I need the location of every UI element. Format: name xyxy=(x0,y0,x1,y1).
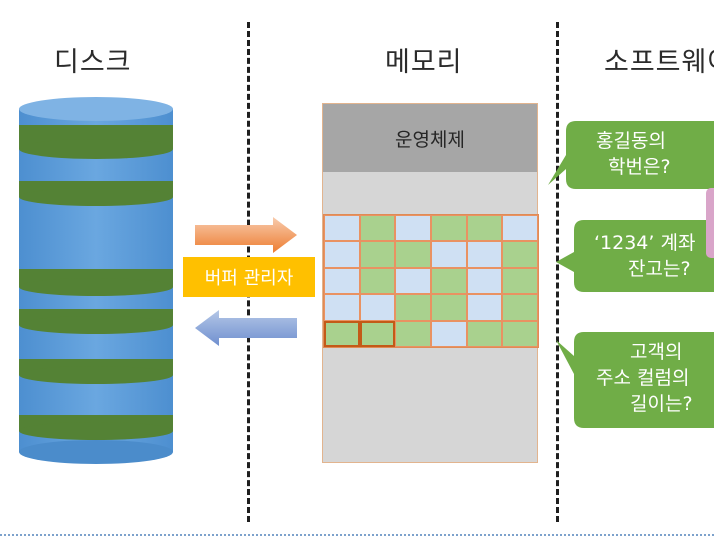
query-1-line-1: 홍길동의 xyxy=(596,130,666,152)
buffer-page-cell xyxy=(359,241,396,268)
query-3-line-1: 고객의 xyxy=(630,341,683,363)
buffer-page-cell xyxy=(431,320,467,347)
divider-memory-software xyxy=(556,22,559,522)
disk-stripes xyxy=(19,125,173,440)
buffer-page-cell xyxy=(466,320,503,347)
buffer-page-cell xyxy=(502,215,538,242)
query-2-line-2: 잔고는? xyxy=(628,258,691,280)
query-bubble-1 xyxy=(548,121,714,189)
disk-cylinder-icon xyxy=(19,97,173,464)
buffer-page-cell xyxy=(466,241,503,268)
operating-system-block: 운영체제 xyxy=(323,104,537,172)
title-memory: 메모리 xyxy=(385,47,463,78)
buffer-page-cell xyxy=(431,215,467,242)
query-3-line-3: 길이는? xyxy=(630,393,693,415)
query-3-line-2: 주소 컬럼의 xyxy=(596,367,690,389)
buffer-page-cell xyxy=(395,294,431,321)
buffer-page-cell xyxy=(395,267,431,295)
buffer-page-cell xyxy=(324,267,360,295)
buffer-pool-grid xyxy=(323,214,539,348)
buffer-page-cell xyxy=(466,267,503,295)
person-partial xyxy=(706,188,714,258)
buffer-page-cell xyxy=(395,241,431,268)
buffer-page-cell xyxy=(324,241,360,268)
buffer-page-cell xyxy=(359,294,396,321)
buffer-page-cell xyxy=(502,241,538,268)
buffer-page-cell xyxy=(324,320,360,347)
buffer-page-cell xyxy=(324,215,360,242)
buffer-page-cell xyxy=(502,320,538,347)
buffer-page-cell xyxy=(395,320,431,347)
title-software: 소프트웨어 xyxy=(604,47,714,78)
query-bubble-3 xyxy=(556,332,714,428)
buffer-manager-label: 버퍼 관리자 xyxy=(183,257,315,297)
buffer-page-cell xyxy=(359,320,396,347)
query-1-line-2: 학번은? xyxy=(608,156,671,178)
buffer-page-cell xyxy=(466,215,503,242)
buffer-page-cell xyxy=(502,294,538,321)
arrow-to-memory-icon xyxy=(195,217,297,253)
buffer-page-cell xyxy=(395,215,431,242)
buffer-page-cell xyxy=(502,267,538,295)
buffer-page-cell xyxy=(466,294,503,321)
title-disk: 디스크 xyxy=(54,47,132,78)
query-2-line-1: ‘1234’ 계좌 xyxy=(594,232,696,254)
buffer-page-cell xyxy=(431,267,467,295)
arrow-to-disk-icon xyxy=(195,310,297,346)
buffer-page-cell xyxy=(431,241,467,268)
buffer-page-cell xyxy=(324,294,360,321)
buffer-page-cell xyxy=(359,215,396,242)
buffer-page-cell xyxy=(431,294,467,321)
query-bubble-2 xyxy=(556,220,714,292)
bottom-dotted-line xyxy=(0,534,714,536)
buffer-page-cell xyxy=(359,267,396,295)
